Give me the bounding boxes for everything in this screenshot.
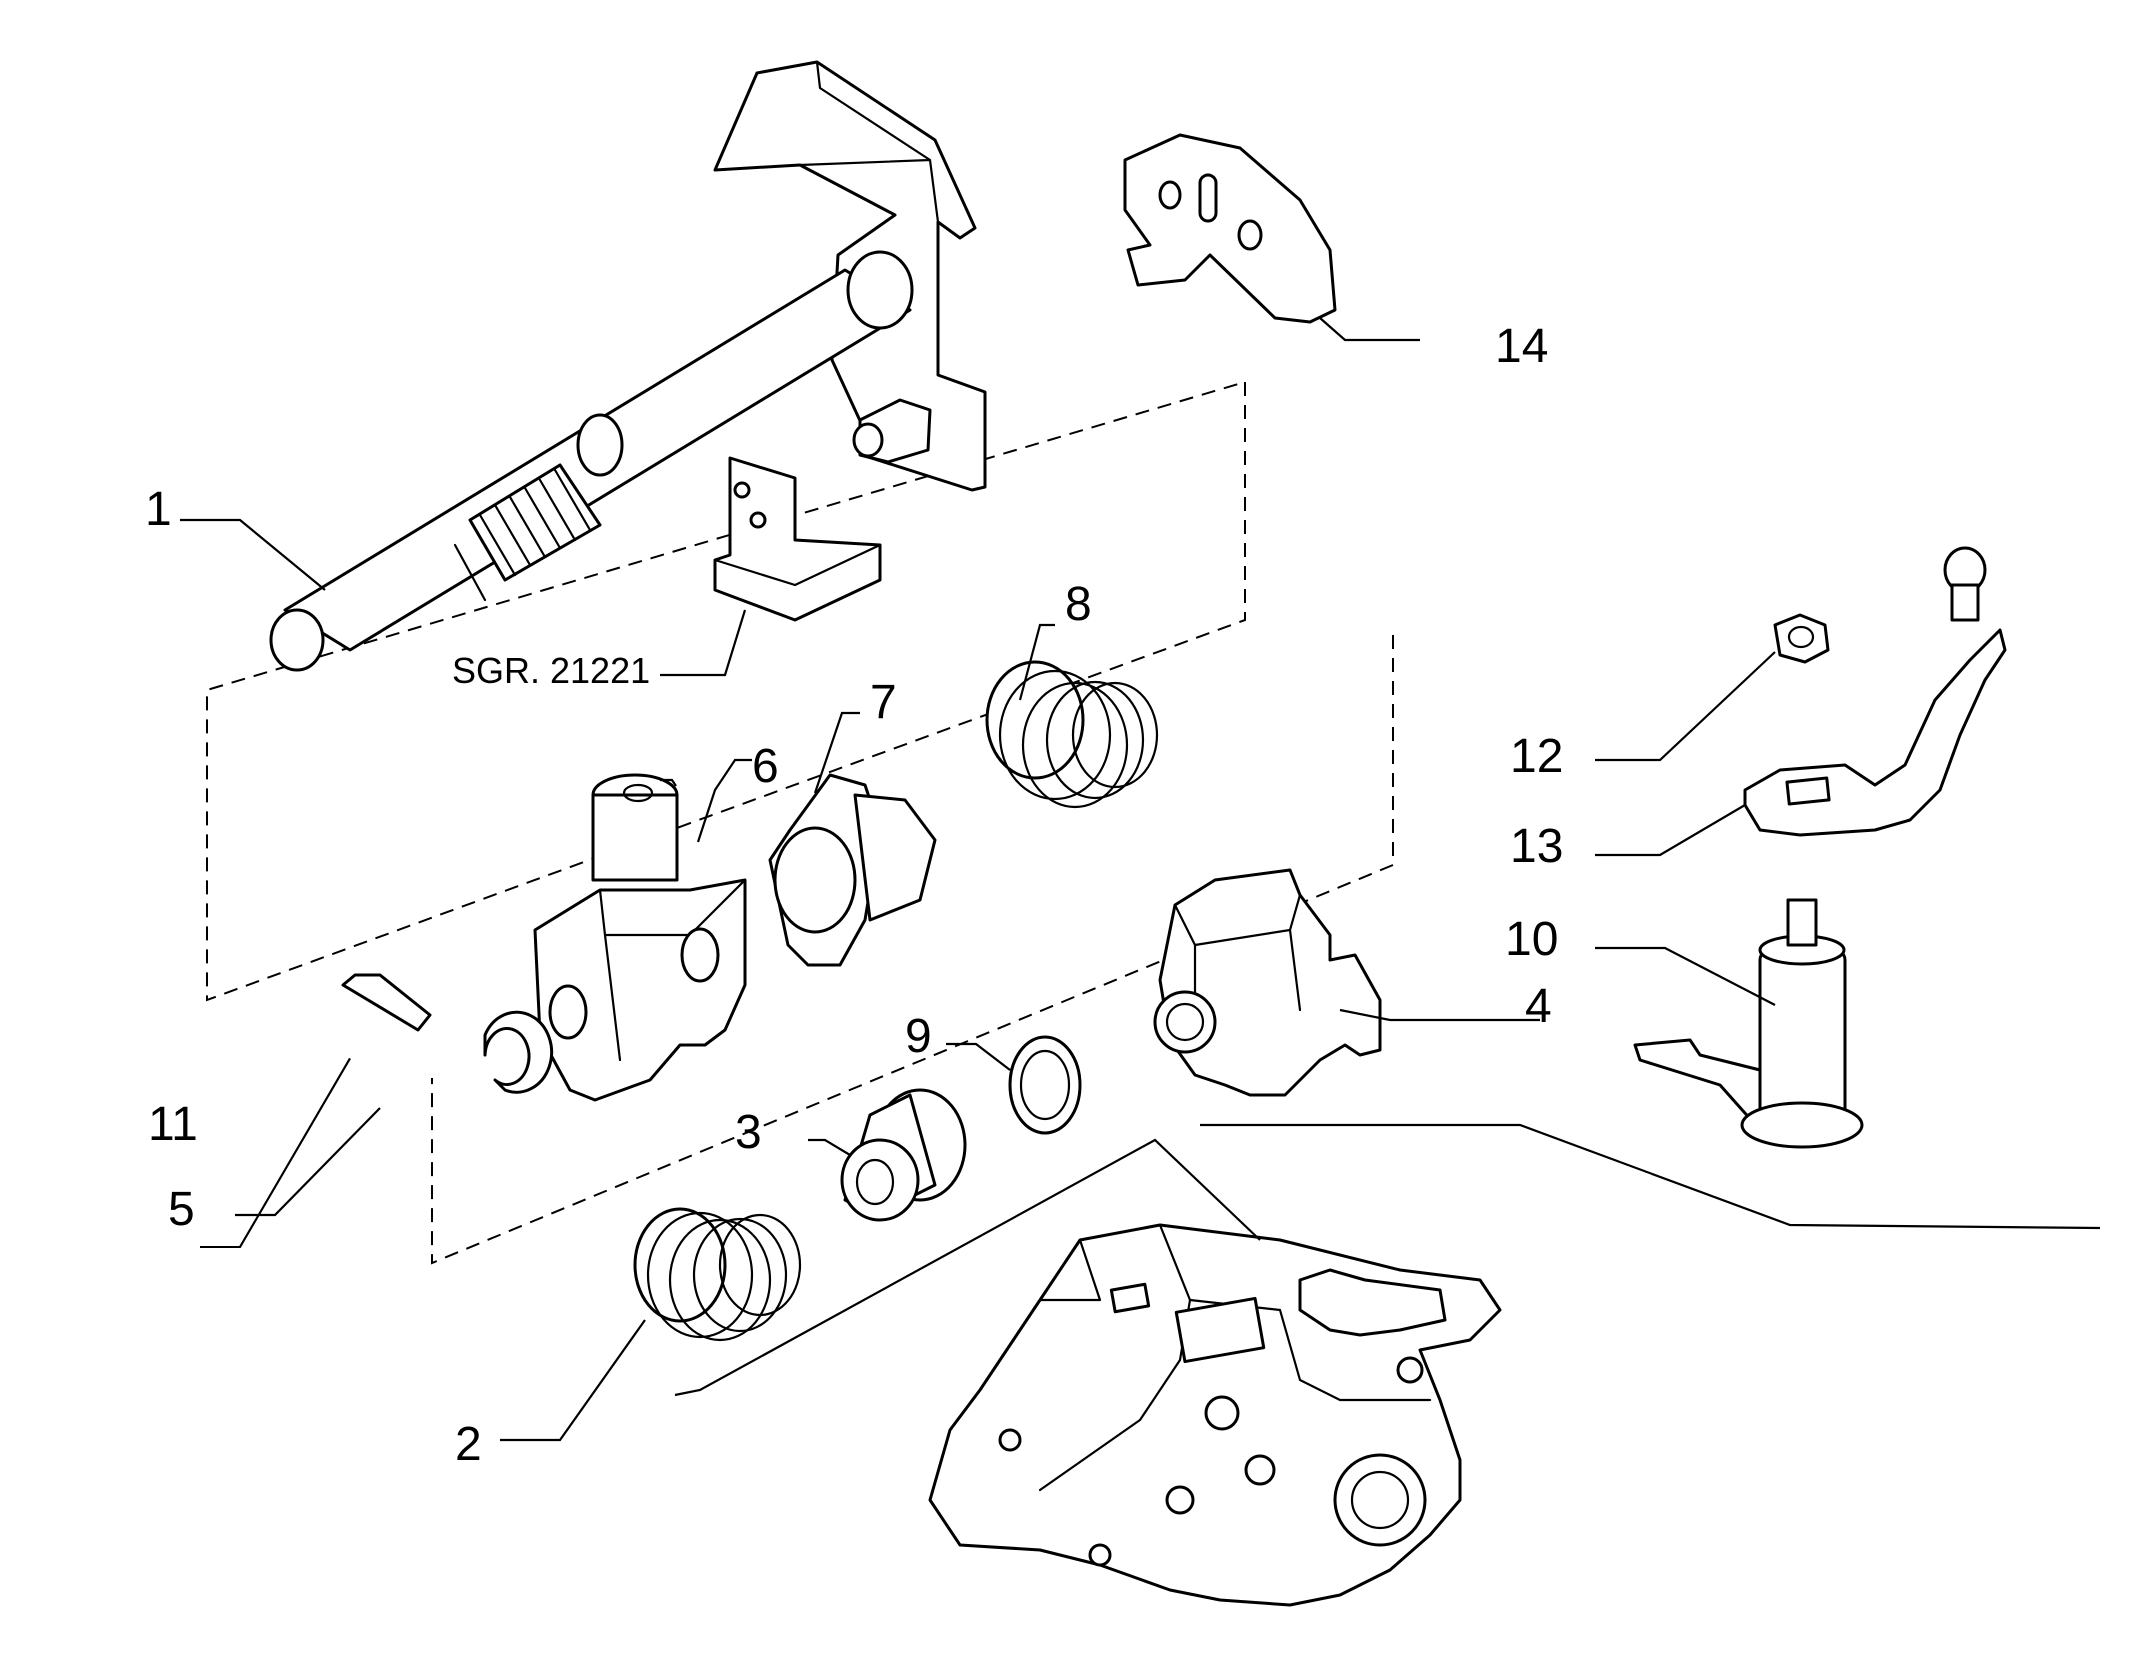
callout-4: 4 xyxy=(1525,980,1552,1033)
callout-14: 14 xyxy=(1495,320,1548,373)
callout-10: 10 xyxy=(1505,913,1558,966)
sgr-21221-bracket xyxy=(713,456,882,622)
part-6-fork xyxy=(533,773,747,1102)
part-7-flanged-bush xyxy=(768,773,937,967)
callout-9: 9 xyxy=(905,1010,932,1063)
part-11-pin xyxy=(341,973,432,1032)
part-13-lever xyxy=(1743,546,2007,837)
part-10-pivot-lever xyxy=(1633,898,1864,1149)
callout-3: 3 xyxy=(735,1106,762,1159)
callout-12: 12 xyxy=(1510,730,1563,783)
callout-2: 2 xyxy=(455,1418,482,1471)
part-5-circlip xyxy=(483,1010,554,1094)
part-4-interlock-block xyxy=(1153,868,1382,1097)
gearbox-assembly xyxy=(928,1223,1502,1607)
callout-5: 5 xyxy=(168,1183,195,1236)
part-14-cam-plate xyxy=(1123,133,1337,324)
leader-lines xyxy=(180,317,2101,1442)
reference-label: SGR. 21221 xyxy=(452,650,650,691)
callout-7: 7 xyxy=(870,676,897,729)
dashed-group-upper xyxy=(206,381,1246,1002)
part-12-nut xyxy=(1773,613,1830,664)
callout-11: 11 xyxy=(148,1098,198,1151)
dashed-group-lower xyxy=(431,635,1394,1265)
part-3-bush xyxy=(840,1088,967,1222)
callout-1: 1 xyxy=(145,483,172,536)
part-2-spring xyxy=(633,1207,802,1342)
part-8-spring xyxy=(985,660,1159,809)
part-9-washer xyxy=(1008,1035,1082,1135)
callout-6: 6 xyxy=(752,740,779,793)
callout-13: 13 xyxy=(1510,820,1563,873)
part-1-selector-shaft xyxy=(269,60,987,672)
callout-8: 8 xyxy=(1065,578,1092,631)
